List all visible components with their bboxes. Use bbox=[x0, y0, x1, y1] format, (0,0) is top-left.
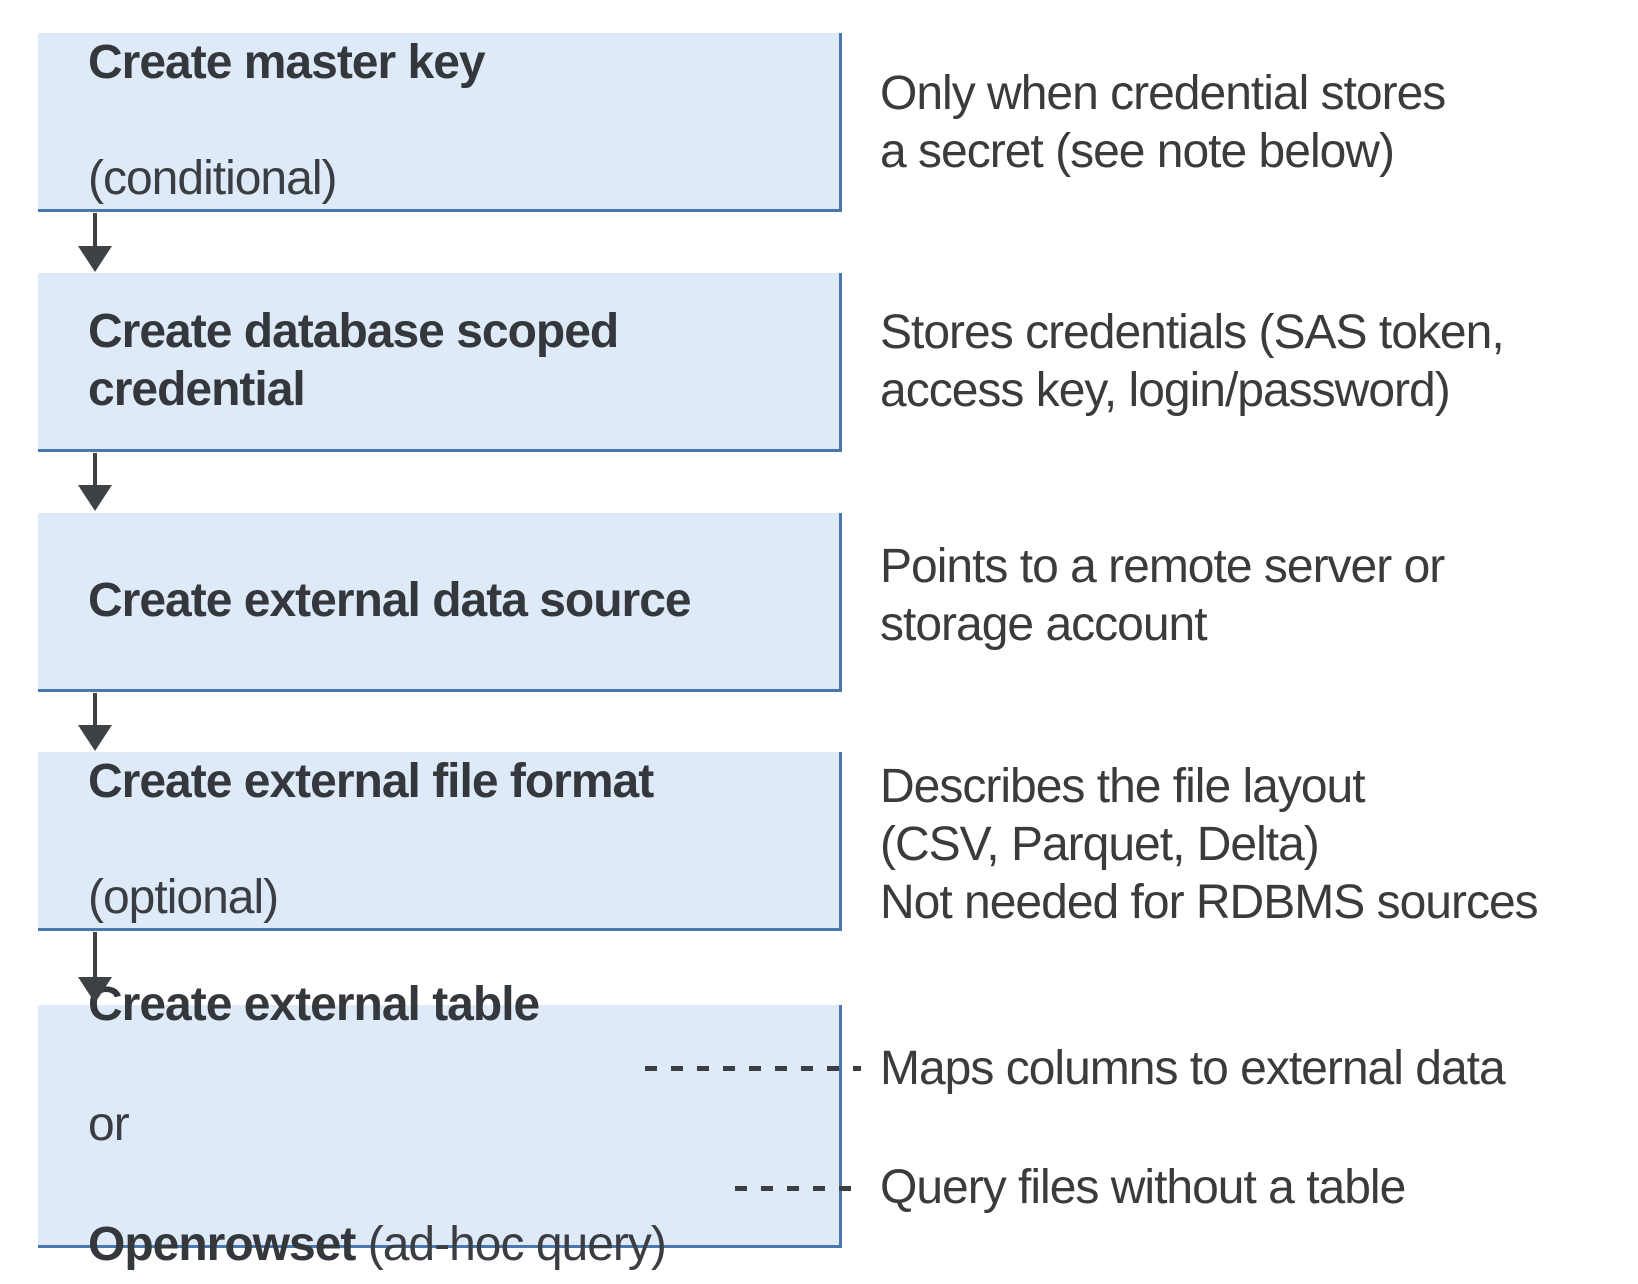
box-line-create-external-table: Create external table bbox=[88, 978, 540, 1031]
arrow-stem bbox=[93, 213, 97, 246]
arrow-stem bbox=[93, 932, 97, 977]
box-title: Create database scoped credential bbox=[88, 305, 619, 416]
annotation-master-key: Only when credential stores a secret (se… bbox=[880, 67, 1446, 178]
down-arrow-icon bbox=[78, 932, 112, 1003]
box-subtitle: (optional) bbox=[88, 871, 279, 924]
box-title: Create external data source bbox=[88, 574, 692, 627]
box-title: Create master key bbox=[88, 36, 486, 89]
down-arrow-icon bbox=[78, 213, 112, 272]
arrow-head bbox=[78, 977, 112, 1003]
flow-box-create-external-file-format: Create external file format (optional) bbox=[38, 752, 842, 931]
box-line-or: or bbox=[88, 1098, 130, 1151]
annotation-external-table: Maps columns to external data bbox=[880, 1042, 1506, 1095]
arrow-stem bbox=[93, 453, 97, 485]
dashed-connector-external-table bbox=[645, 1066, 861, 1071]
box-title: Create external file format bbox=[88, 755, 654, 808]
arrow-head bbox=[78, 485, 112, 511]
dashed-connector-openrowset bbox=[735, 1186, 863, 1191]
flow-box-label: Create master key (conditional) bbox=[88, 0, 839, 266]
flow-box-create-external-table-or-openrowset: Create external table or Openrowset (ad-… bbox=[38, 978, 842, 1271]
box-line-openrowset-rest: (ad-hoc query) bbox=[355, 1218, 667, 1271]
annotation-openrowset: Query files without a table bbox=[880, 1161, 1406, 1214]
down-arrow-icon bbox=[78, 453, 112, 511]
flow-box-create-master-key: Create master key (conditional) bbox=[38, 33, 842, 212]
annotation-scoped-credential: Stores credentials (SAS token, access ke… bbox=[880, 306, 1505, 417]
box-subtitle: (conditional) bbox=[88, 152, 337, 205]
box-line-openrowset: Openrowset (ad-hoc query) bbox=[88, 1215, 839, 1275]
flow-box-label: Create external table or Openrowset (ad-… bbox=[88, 915, 839, 1284]
arrow-head bbox=[78, 246, 112, 272]
annotation-external-file-format: Describes the file layout (CSV, Parquet,… bbox=[880, 760, 1539, 929]
down-arrow-icon bbox=[78, 693, 112, 751]
box-line-openrowset-bold: Openrowset bbox=[88, 1218, 356, 1271]
flow-box-label: Create external file format (optional) bbox=[88, 695, 839, 985]
flow-box-label: Create external data source bbox=[88, 514, 839, 688]
flow-box-create-database-scoped-credential: Create database scoped credential bbox=[38, 273, 842, 452]
annotation-external-data-source: Points to a remote server or storage acc… bbox=[880, 540, 1445, 651]
flow-box-label: Create database scoped credential bbox=[88, 245, 839, 477]
arrow-stem bbox=[93, 693, 97, 725]
flow-box-create-external-data-source: Create external data source bbox=[38, 513, 842, 692]
arrow-head bbox=[78, 725, 112, 751]
